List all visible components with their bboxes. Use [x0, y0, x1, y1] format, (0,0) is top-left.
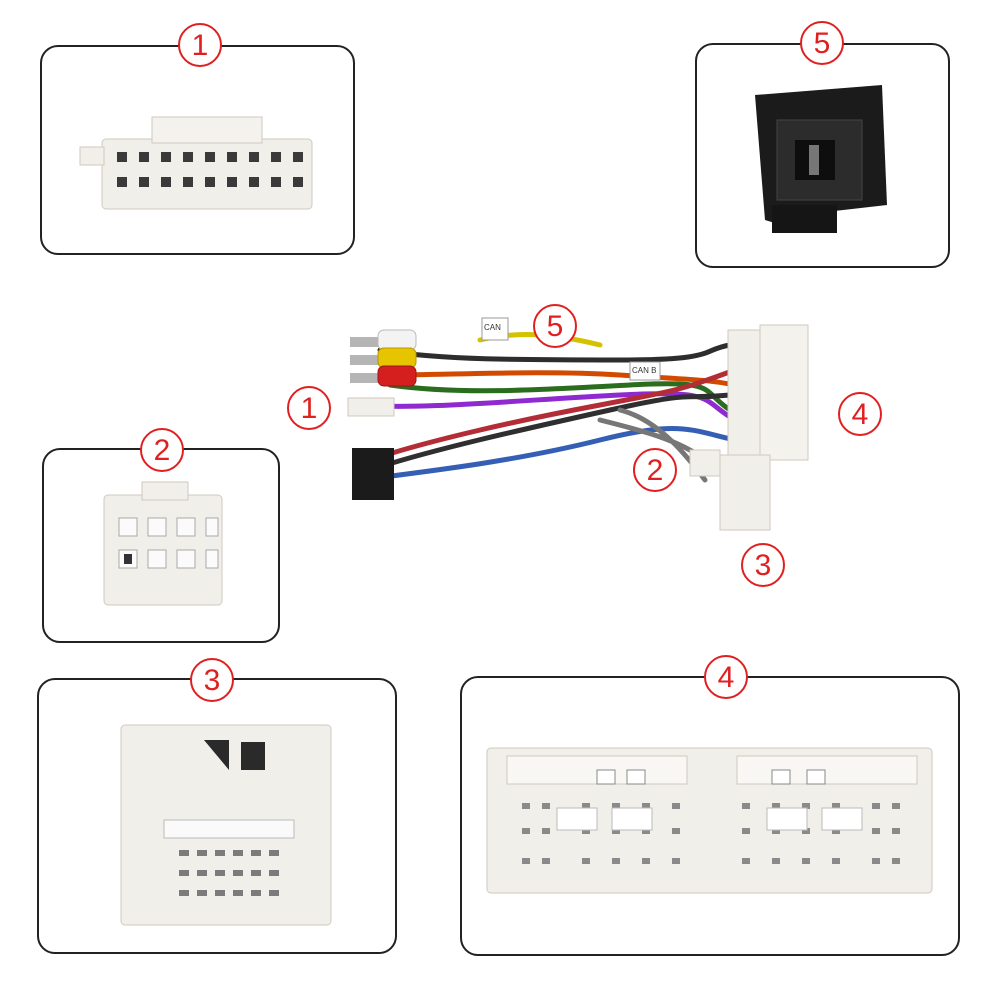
- connector-5-badge: 5: [800, 21, 844, 65]
- connector-1-badge: 1: [178, 23, 222, 67]
- connector-4-badge: 4: [704, 655, 748, 699]
- connector-1-panel: [40, 45, 355, 255]
- connector-5-image: [755, 85, 887, 233]
- connector-3-badge: 3: [190, 658, 234, 702]
- connector-3-image: [120, 724, 332, 926]
- harness-tag-top: CAN: [484, 323, 501, 332]
- connector-4-panel: [460, 676, 960, 956]
- connector-2-image: [103, 481, 223, 606]
- harness-label-3: 3: [741, 543, 785, 587]
- harness-tag-right: CAN B: [632, 366, 657, 375]
- harness-label-1: 1: [287, 386, 331, 430]
- connector-1-image: [79, 116, 313, 210]
- connector-3-panel: [37, 678, 397, 954]
- harness-label-4: 4: [838, 392, 882, 436]
- connector-2-badge: 2: [140, 428, 184, 472]
- harness-label-5: 5: [533, 304, 577, 348]
- connector-5-panel: [695, 43, 950, 268]
- connector-4-image: [486, 747, 933, 894]
- harness-label-2: 2: [633, 448, 677, 492]
- connector-2-panel: [42, 448, 280, 643]
